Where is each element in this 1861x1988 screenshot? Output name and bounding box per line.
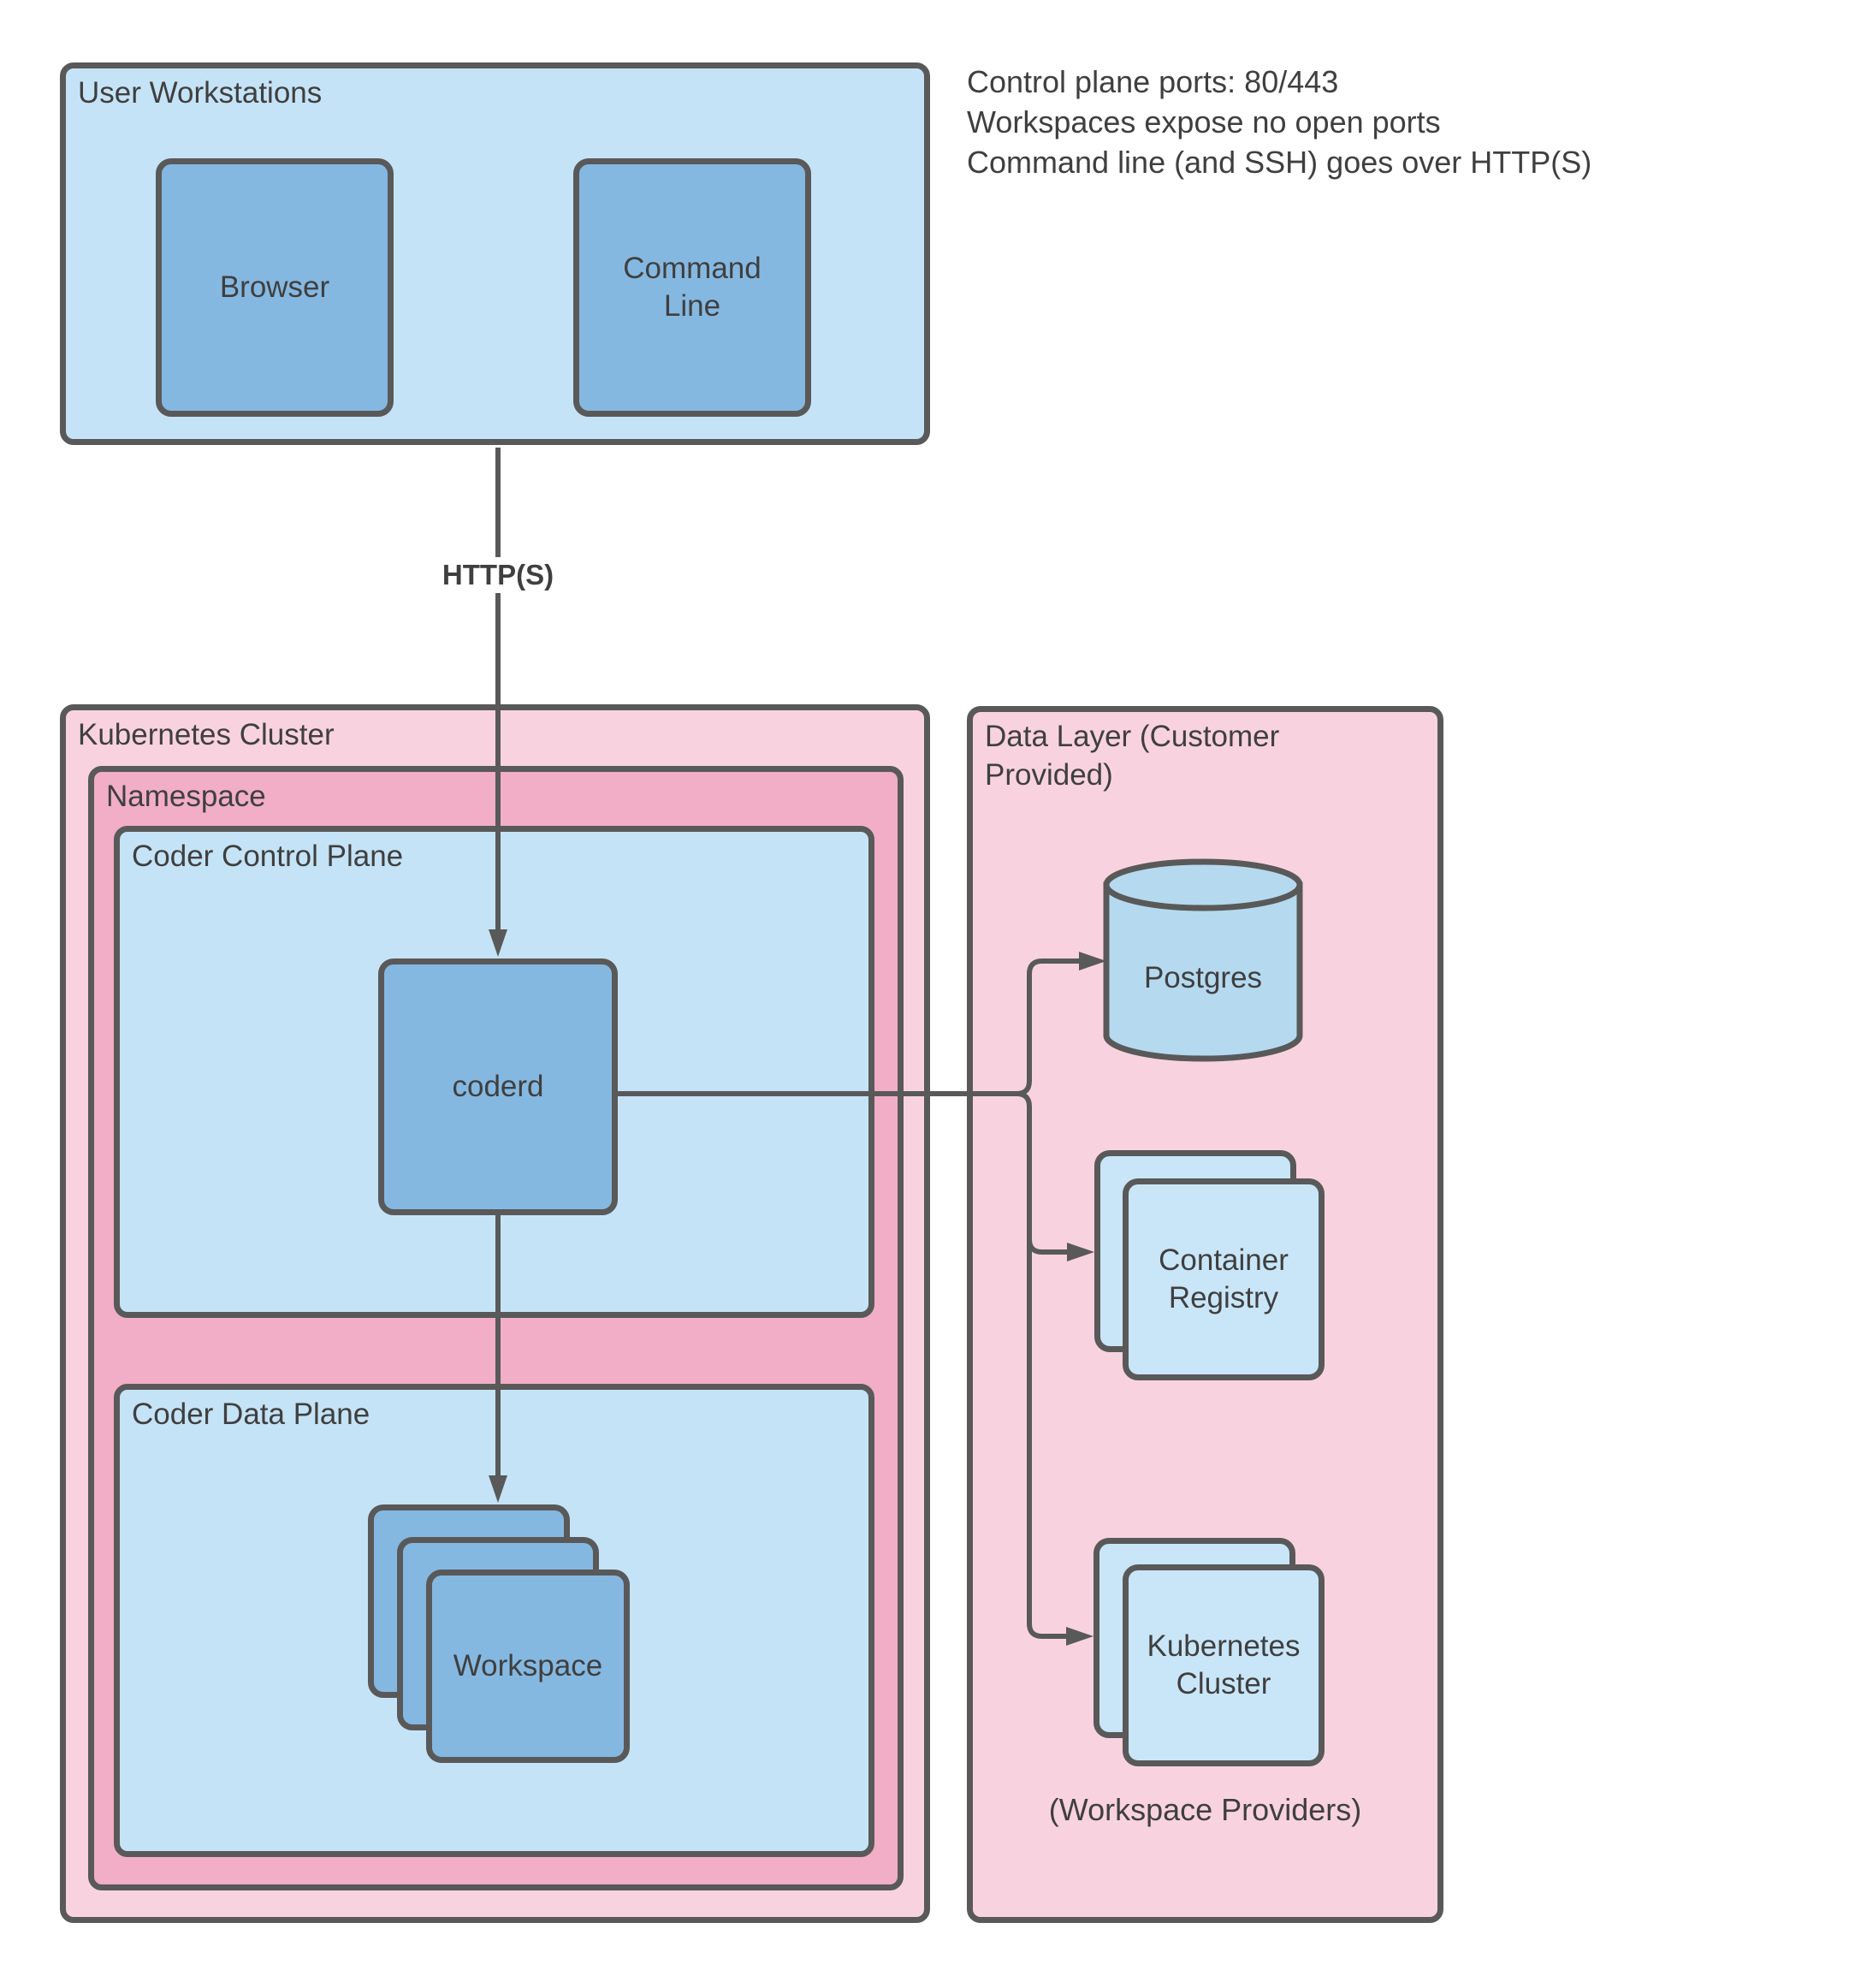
- https-edge-label: HTTP(S): [435, 557, 561, 593]
- container-registry-label: Container Registry: [1159, 1243, 1289, 1314]
- k8s-provider-node: Kubernetes Cluster: [1123, 1564, 1325, 1766]
- note-workspaces-ports: Workspaces expose no open ports: [967, 104, 1441, 139]
- command-line-label: Command Line: [623, 252, 762, 323]
- container-registry-node: Container Registry: [1123, 1178, 1325, 1380]
- k8s-provider-label: Kubernetes Cluster: [1147, 1629, 1301, 1700]
- postgres-label: Postgres: [1143, 961, 1263, 994]
- data-layer-label: Data Layer (Customer Provided): [985, 720, 1280, 792]
- diagram-notes: Control plane ports: 80/443 Workspaces e…: [967, 62, 1591, 182]
- namespace-label: Namespace: [106, 780, 266, 813]
- command-line-node: Command Line: [573, 158, 811, 417]
- coder-data-plane-label: Coder Data Plane: [132, 1398, 370, 1431]
- workspace-label: Workspace: [453, 1649, 603, 1682]
- coderd-label: coderd: [452, 1070, 544, 1103]
- coderd-node: coderd: [378, 958, 618, 1215]
- note-control-plane-ports: Control plane ports: 80/443: [967, 64, 1339, 99]
- browser-label: Browser: [219, 270, 330, 304]
- coder-control-plane-label: Coder Control Plane: [132, 840, 404, 873]
- workspace-providers-caption: (Workspace Providers): [1048, 1792, 1362, 1827]
- kubernetes-cluster-label: Kubernetes Cluster: [78, 718, 335, 751]
- user-workstations-label: User Workstations: [78, 76, 323, 110]
- workspace-node: Workspace: [426, 1570, 630, 1763]
- browser-node: Browser: [156, 158, 394, 417]
- note-command-line-ssh: Command line (and SSH) goes over HTTP(S): [967, 145, 1592, 180]
